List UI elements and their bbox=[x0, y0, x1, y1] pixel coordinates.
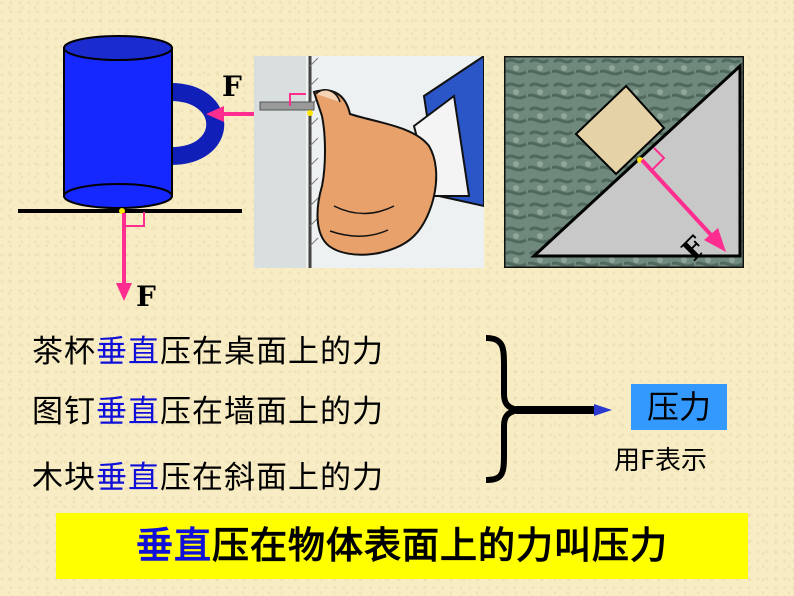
force-arrow-incline bbox=[640, 158, 714, 238]
grouping-brace bbox=[485, 335, 612, 483]
statement-row-3: 木块垂直压在斜面上的力 bbox=[32, 460, 384, 496]
pressure-term-box: 压力 bbox=[631, 384, 727, 430]
statement-row-2: 图钉垂直压在墙面上的力 bbox=[32, 394, 384, 430]
statement-row-1: 茶杯垂直压在桌面上的力 bbox=[32, 334, 384, 370]
mug-illustration bbox=[18, 35, 260, 301]
conclusion-banner: 垂直压在物体表面上的力叫压力 bbox=[56, 513, 748, 579]
thumb-pin-illustration bbox=[254, 56, 484, 268]
mug-body bbox=[63, 47, 173, 197]
force-label-mug-top: F bbox=[222, 70, 242, 103]
pushpin bbox=[259, 101, 315, 111]
thumb bbox=[312, 89, 438, 256]
pressure-caption: 用F表示 bbox=[614, 446, 707, 476]
wooden-block bbox=[574, 84, 666, 176]
mug-top bbox=[63, 35, 173, 61]
incline-illustration bbox=[504, 56, 744, 268]
force-label-mug-bottom: F bbox=[136, 280, 156, 313]
